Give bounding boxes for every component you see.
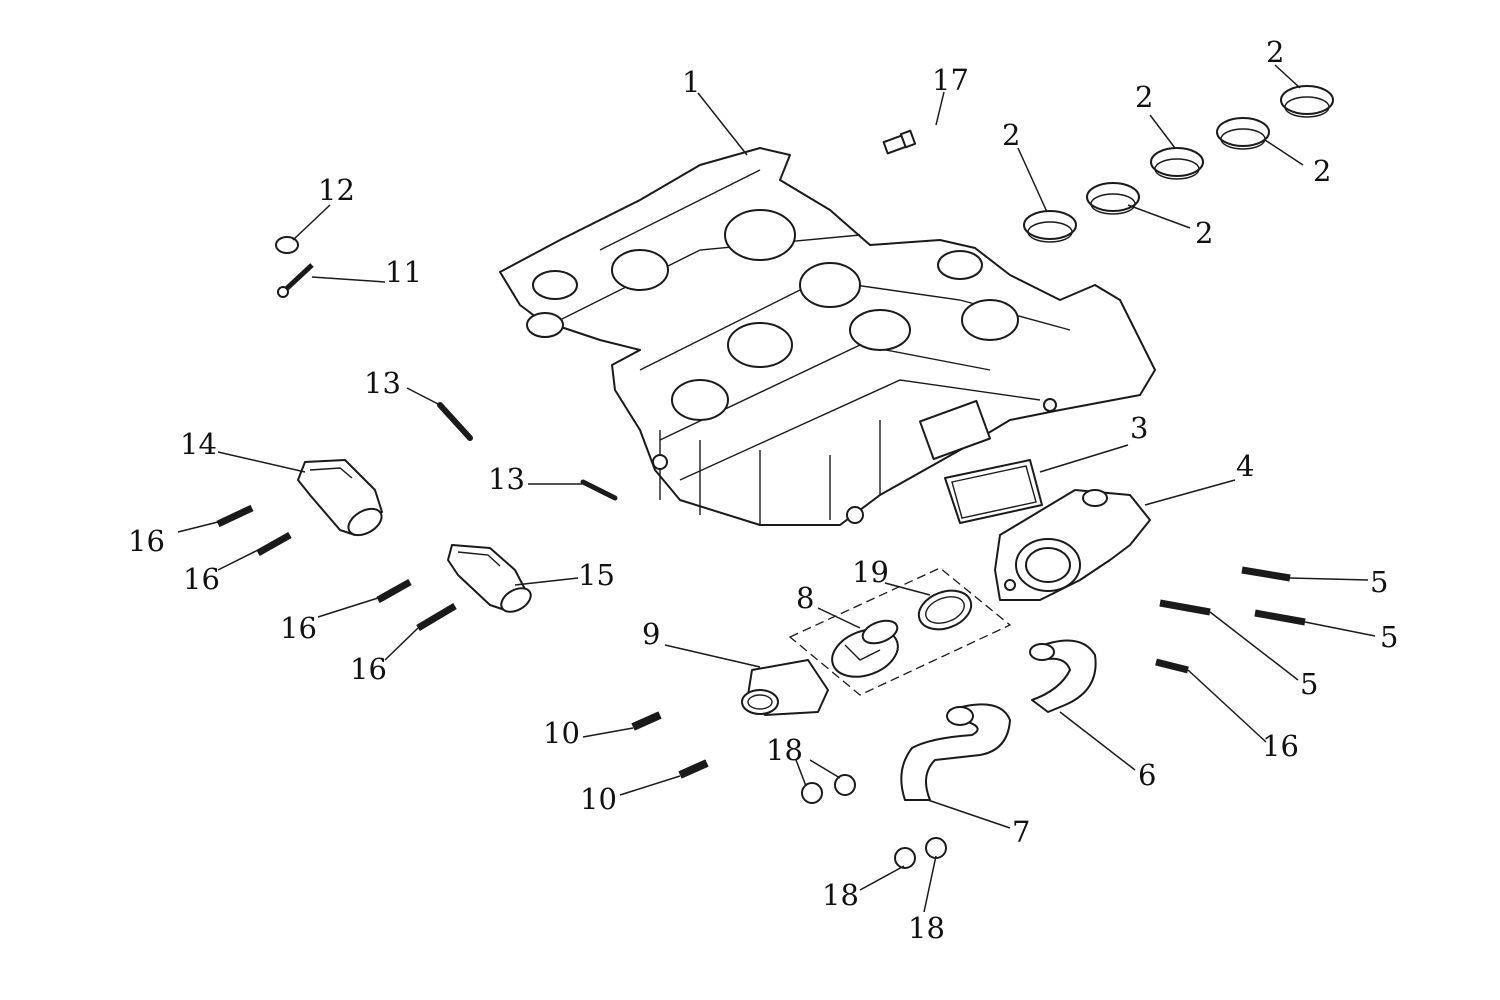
stud-bolt-part-11	[277, 263, 314, 298]
callout-7: 7	[1012, 815, 1030, 849]
bolt-part-5c	[1254, 609, 1306, 626]
crankcase-part	[499, 147, 1156, 526]
hose-clamp-part-18b	[894, 847, 916, 869]
hose-part-6	[1029, 639, 1097, 713]
bearing-shell-3	[1150, 147, 1204, 180]
callout-5: 5	[1300, 667, 1318, 701]
callout-18: 18	[822, 878, 859, 912]
seal-ring-part-19	[917, 589, 973, 631]
callout-16: 16	[128, 524, 165, 558]
callout-16: 16	[1262, 729, 1299, 763]
callout-3: 3	[1130, 411, 1148, 445]
callout-2: 2	[1002, 118, 1020, 152]
bolt-part-10a	[631, 711, 662, 731]
bearing-shell-1	[1023, 210, 1077, 243]
callout-5: 5	[1370, 565, 1388, 599]
callout-18: 18	[766, 733, 803, 767]
callout-13: 13	[488, 462, 525, 496]
water-pipe-part-14	[297, 459, 383, 537]
callout-13: 13	[364, 366, 401, 400]
hose-clamp-part-18a	[801, 774, 856, 804]
bolt-part-5a	[1241, 566, 1291, 582]
bolt-part-16c	[376, 578, 412, 604]
callout-4: 4	[1236, 449, 1254, 483]
callout-8: 8	[796, 581, 814, 615]
bolt-part-16b	[256, 531, 292, 557]
hose-part-7	[900, 703, 1011, 801]
bolt-part-16e	[1155, 658, 1189, 674]
callout-2: 2	[1135, 80, 1153, 114]
callout-9: 9	[642, 617, 660, 651]
callout-5: 5	[1380, 620, 1398, 654]
callout-16: 16	[183, 562, 220, 596]
callout-1: 1	[682, 65, 700, 99]
callout-labels: 1 17 2 2 2 2 2 12 11 13 13 14 16 16 16 1…	[128, 35, 1398, 945]
callout-15: 15	[578, 558, 615, 592]
thermostat-housing-part-4	[994, 489, 1151, 601]
thermostat-part-8	[831, 619, 899, 678]
gasket-part-3	[944, 459, 1043, 524]
bearing-shell-4	[1216, 117, 1270, 150]
leader-lines	[177, 64, 1376, 913]
bolt-part-16a	[216, 504, 254, 528]
callout-18: 18	[908, 911, 945, 945]
callout-10: 10	[580, 782, 617, 816]
callout-19: 19	[852, 555, 889, 589]
callout-6: 6	[1138, 758, 1156, 792]
thermostat-assembly-box	[788, 567, 1012, 696]
callout-11: 11	[385, 255, 422, 289]
bolt-part-10b	[678, 759, 709, 779]
callout-2: 2	[1313, 154, 1331, 188]
callout-16: 16	[350, 652, 387, 686]
bolt-part-5b	[1159, 599, 1211, 616]
callout-10: 10	[543, 716, 580, 750]
hose-clamp-part-18c	[925, 837, 947, 859]
dowel-pin-part-13a	[437, 402, 473, 441]
cap-nut-part-12	[275, 236, 299, 254]
callout-2: 2	[1195, 216, 1213, 250]
bearing-shell-parts	[1023, 85, 1334, 243]
callout-16: 16	[280, 611, 317, 645]
dowel-pin-part-13b	[580, 479, 618, 501]
callout-12: 12	[318, 173, 355, 207]
water-pipe-part-15	[447, 544, 532, 613]
bearing-shell-2	[1086, 182, 1140, 215]
callout-14: 14	[180, 427, 217, 461]
bolt-part-17	[882, 129, 917, 155]
callout-2: 2	[1266, 35, 1284, 69]
thermostat-cover-part-9	[741, 659, 829, 716]
callout-17: 17	[932, 63, 969, 97]
bearing-shell-5	[1280, 85, 1334, 118]
bolt-part-16d	[416, 602, 457, 632]
